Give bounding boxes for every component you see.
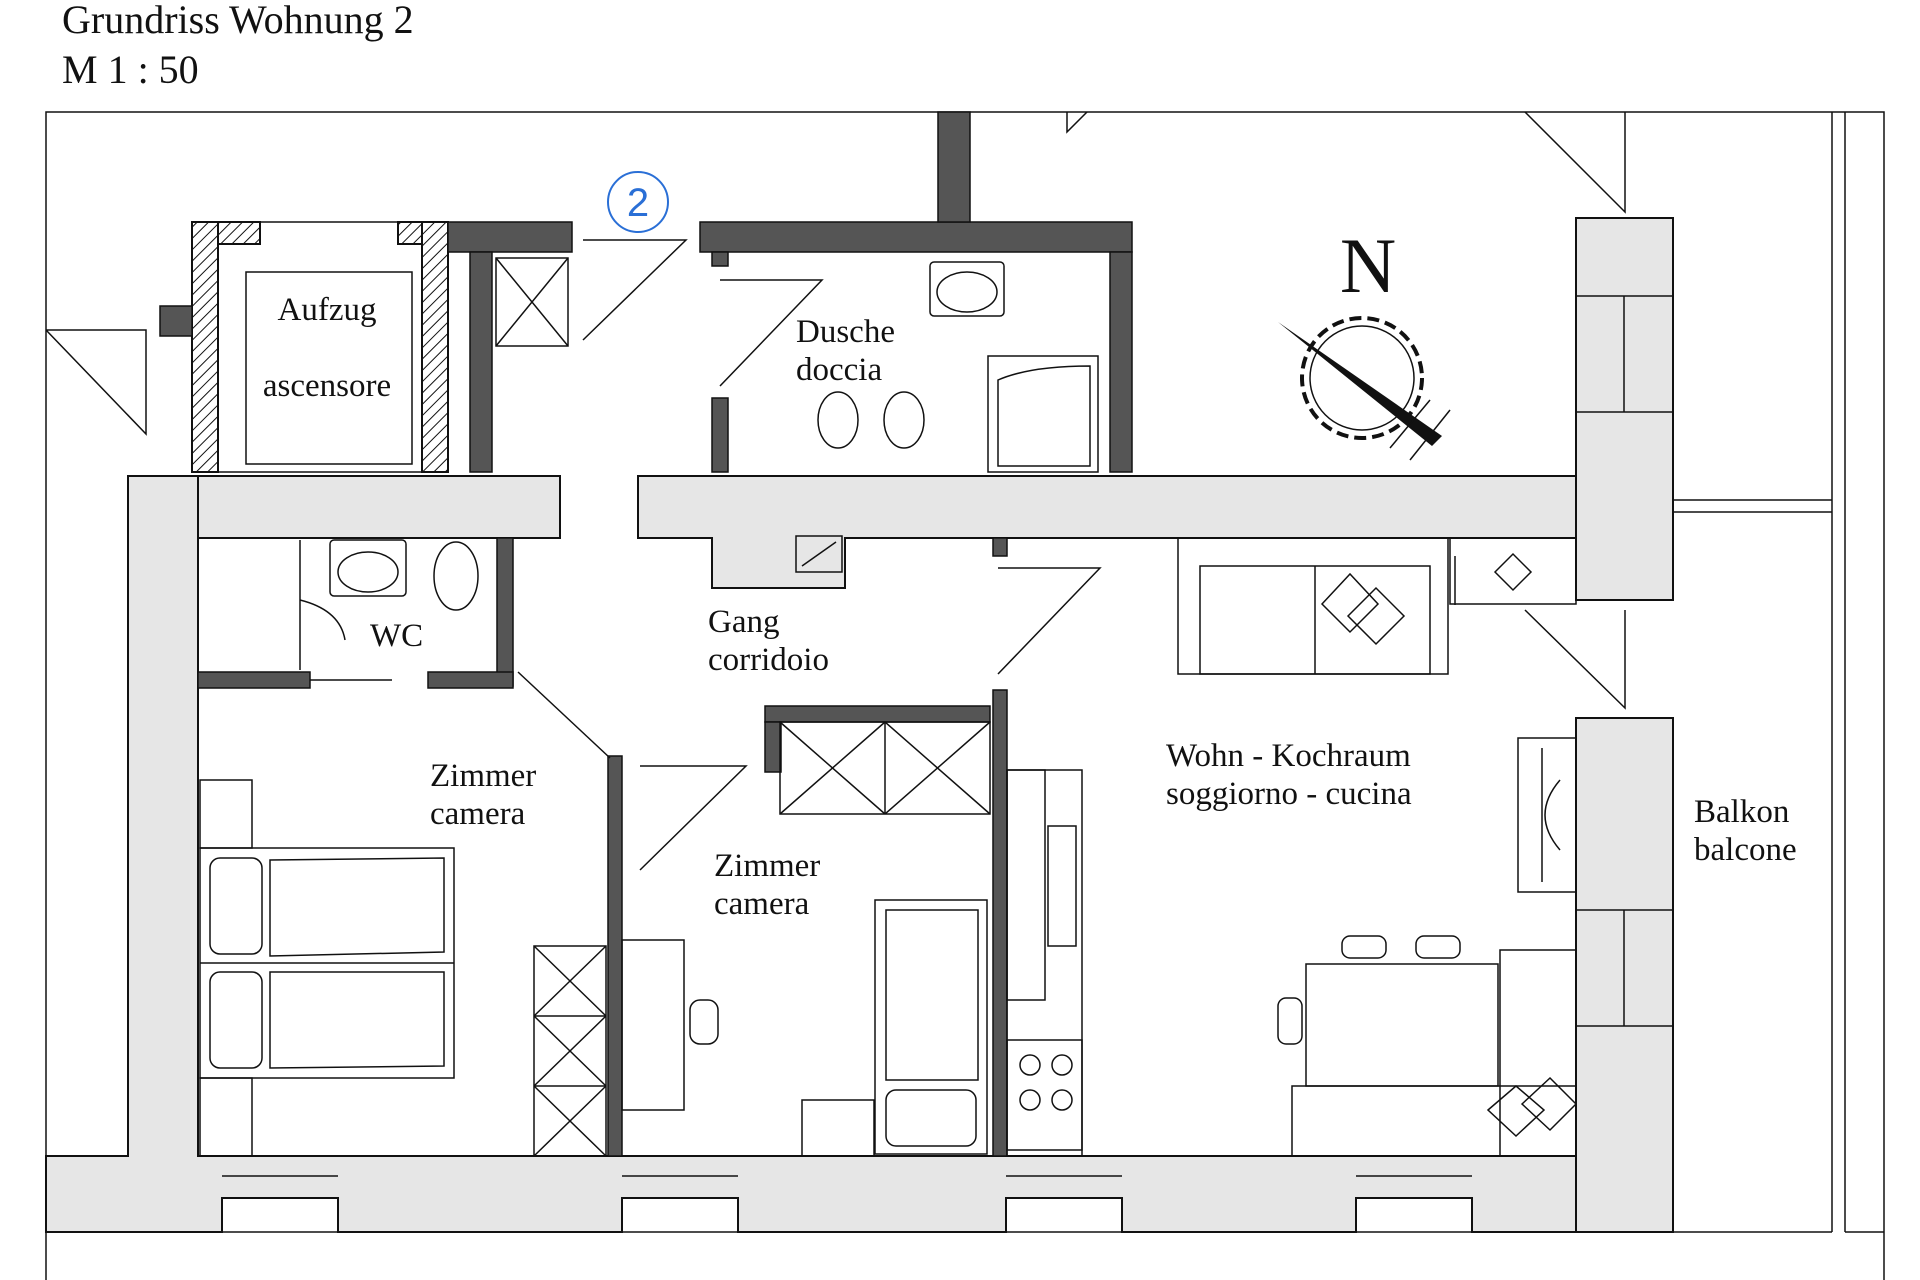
svg-text:camera: camera: [714, 886, 810, 922]
cabinets: [495, 257, 991, 1157]
room-label-gang: Gang corridoio: [708, 604, 829, 678]
room-label-zimmer-2: Zimmer camera: [714, 848, 820, 922]
north-letter: N: [1340, 222, 1396, 309]
door-swings: [45, 111, 1626, 871]
svg-text:Zimmer: Zimmer: [714, 848, 820, 884]
bathroom-fixtures: [299, 261, 1099, 611]
plan-scale: M 1 : 50: [62, 47, 199, 92]
balcony-area: [1673, 499, 1832, 513]
svg-text:Dusche: Dusche: [796, 314, 895, 350]
partition-walls: [197, 111, 1133, 1157]
north-arrow: N: [1278, 222, 1451, 461]
apartment-number: 2: [627, 181, 649, 225]
svg-text:Aufzug: Aufzug: [278, 292, 377, 328]
room-label-wohn: Wohn - Kochraum soggiorno - cucina: [1166, 738, 1412, 812]
svg-text:Wohn - Kochraum: Wohn - Kochraum: [1166, 738, 1411, 774]
svg-text:doccia: doccia: [796, 352, 882, 388]
svg-text:Zimmer: Zimmer: [430, 758, 536, 794]
elevator-shaft: [159, 221, 449, 473]
room-label-wc: WC: [370, 618, 423, 654]
beds: [199, 779, 988, 1157]
svg-text:soggiorno - cucina: soggiorno - cucina: [1166, 776, 1412, 812]
desk: [621, 939, 719, 1111]
svg-text:WC: WC: [370, 618, 423, 654]
svg-text:balcone: balcone: [1694, 832, 1797, 868]
svg-text:corridoio: corridoio: [708, 642, 829, 678]
svg-text:camera: camera: [430, 796, 526, 832]
apartment-marker: 2: [607, 171, 669, 233]
svg-text:Balkon: Balkon: [1694, 794, 1789, 830]
svg-text:Gang: Gang: [708, 604, 779, 640]
plan-title: Grundriss Wohnung 2: [62, 0, 414, 42]
svg-text:ascensore: ascensore: [263, 368, 391, 404]
room-label-zimmer-1: Zimmer camera: [430, 758, 536, 832]
room-label-aufzug: Aufzug ascensore: [263, 292, 391, 404]
kitchen: [1006, 769, 1083, 1157]
living-furniture: [1177, 537, 1578, 1157]
room-label-balkon: Balkon balcone: [1694, 794, 1797, 868]
room-label-dusche: Dusche doccia: [796, 314, 895, 388]
